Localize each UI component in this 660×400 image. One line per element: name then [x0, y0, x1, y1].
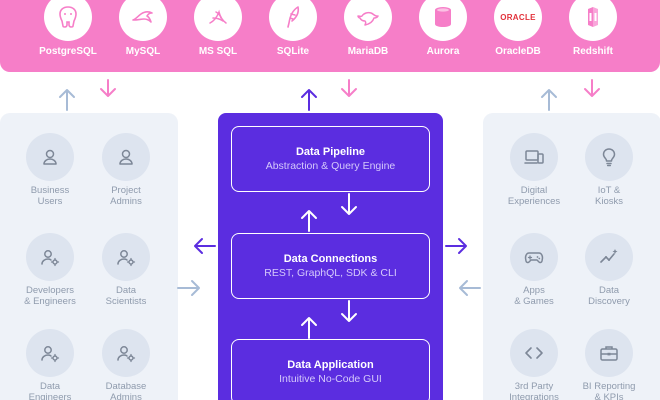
db-label: MySQL [125, 46, 161, 57]
db-label: MariaDB [347, 46, 389, 57]
aurora-cylinder-icon [419, 0, 467, 41]
user-gear-icon [26, 233, 74, 281]
code-brackets-icon [510, 329, 558, 377]
oracle-logo-text: ORACLE [500, 12, 536, 22]
gamepad-icon [510, 233, 558, 281]
layer-title: Data Connections [283, 253, 378, 265]
layer-data-application: Data Application Intuitive No-Code GUI [231, 339, 430, 400]
layer-subtitle: Abstraction & Query Engine [265, 160, 396, 172]
arrow-down-right [584, 79, 600, 97]
database-bar: PostgreSQL MySQL MS SQL SQLite MariaDB A… [0, 0, 660, 72]
arrow-down-left [100, 79, 116, 97]
output-label: BI Reporting& KPIs [582, 381, 636, 400]
db-label: OracleDB [495, 46, 541, 57]
postgresql-elephant-icon [44, 0, 92, 41]
arrow-up-left [59, 89, 75, 111]
arrow-right-out [445, 238, 467, 254]
user-icon [26, 133, 74, 181]
mysql-dolphin-icon [119, 0, 167, 41]
db-label: Redshift [573, 46, 613, 57]
mssql-icon [194, 0, 242, 41]
briefcase-icon [585, 329, 633, 377]
layer-data-connections: Data Connections REST, GraphQL, SDK & CL… [231, 233, 430, 299]
arrow-left-out [194, 238, 216, 254]
user-icon [102, 133, 150, 181]
arrow-up-center [301, 89, 317, 111]
layer-subtitle: REST, GraphQL, SDK & CLI [264, 267, 397, 279]
redshift-icon [569, 0, 617, 41]
user-label: Developers& Engineers [24, 285, 76, 307]
layer-title: Data Pipeline [295, 146, 366, 158]
db-label: SQLite [276, 46, 310, 57]
output-label: Apps& Games [514, 285, 554, 307]
mariadb-seal-icon [344, 0, 392, 41]
arrow-left-in [177, 280, 200, 296]
trend-sparkle-icon [585, 233, 633, 281]
layer-data-pipeline: Data Pipeline Abstraction & Query Engine [231, 126, 430, 192]
db-label: Aurora [426, 46, 460, 57]
db-label: PostgreSQL [39, 46, 97, 57]
arrow-up-right [541, 89, 557, 111]
user-gear-icon [102, 329, 150, 377]
user-gear-icon [26, 329, 74, 377]
arrow-right-in [459, 280, 481, 296]
layer-title: Data Application [287, 359, 374, 371]
sqlite-feather-icon [269, 0, 317, 41]
db-label: MS SQL [198, 46, 238, 57]
lightbulb-icon [585, 133, 633, 181]
output-label: IoT &Kiosks [595, 185, 623, 207]
arrow-down-center [341, 79, 357, 97]
oracle-logo-icon: ORACLE [494, 0, 542, 41]
architecture-panel: Data Pipeline Abstraction & Query Engine… [218, 113, 443, 400]
user-gear-icon [102, 233, 150, 281]
devices-icon [510, 133, 558, 181]
layer-subtitle: Intuitive No-Code GUI [279, 373, 382, 385]
